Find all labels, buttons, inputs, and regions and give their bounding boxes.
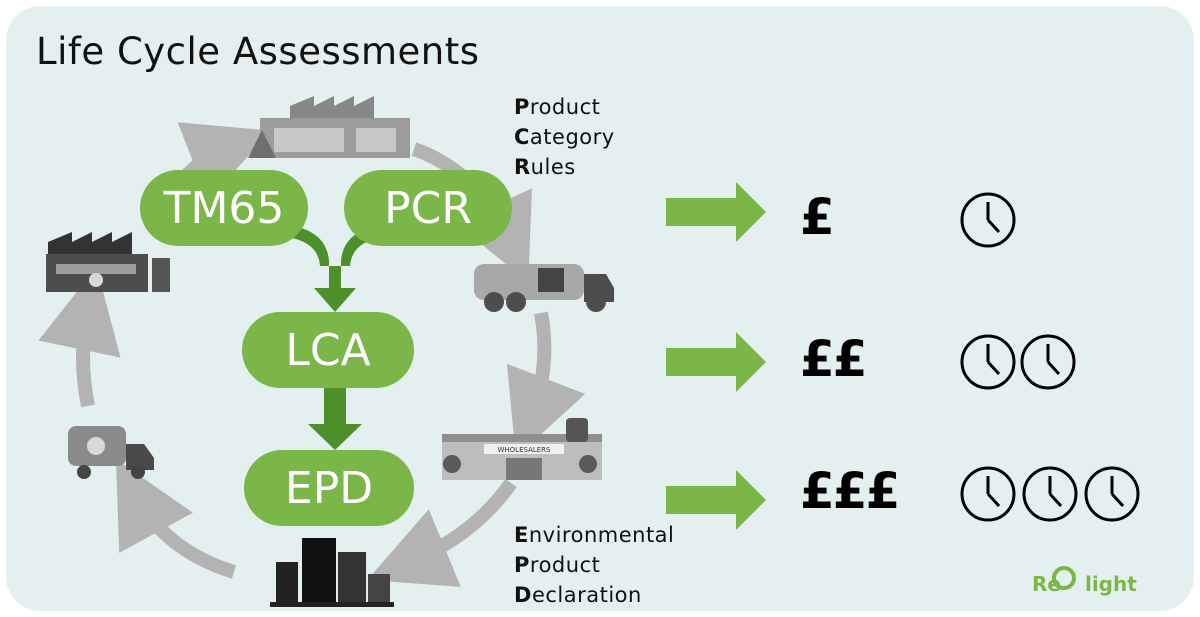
epd-line-2: Product [514,553,601,577]
clock-icon [960,334,1016,390]
diagram-card: Life Cycle Assessments [6,6,1194,611]
pcr-acronym: Product Category Rules [514,92,615,182]
clock-row-2 [960,334,1076,390]
truck-right-icon [474,264,614,312]
clock-icon [1084,466,1140,522]
clock-icon [1020,334,1076,390]
flow-arrows [276,224,394,450]
epd-line-1: Environmental [514,523,675,547]
clock-row-3 [960,466,1140,522]
lca-pill: LCA [242,312,414,388]
wholesalers-icon: WHOLESALERS [442,418,602,480]
lifecycle-graphic: WHOLESALERS [38,96,1140,607]
epd-pill: EPD [244,450,414,526]
cycle-arrow-5 [115,459,237,579]
cost-label-1: £ [800,188,835,246]
cost-arrow-1 [666,182,766,242]
cycle-arrow-4 [367,478,517,587]
tm65-pill: TM65 [140,170,308,246]
clock-icon [960,466,1016,522]
page-title: Life Cycle Assessments [36,30,480,73]
pcr-pill: PCR [344,170,512,246]
pcr-line-2: Category [514,125,615,149]
cost-arrow-3 [666,470,766,530]
factory-top-icon [248,96,410,158]
cost-arrows [666,182,766,530]
cost-arrow-2 [666,332,766,392]
epd-acronym: Environmental Product Declaration [514,520,674,610]
cycle-arrow-6 [38,266,121,408]
cycle-arrow-3 [506,311,586,458]
pcr-line-1: Product [514,95,601,119]
clock-icon [1022,466,1078,522]
factory-left-icon [46,232,170,292]
lca-to-epd-arrow [308,388,362,450]
clock-row-1 [960,192,1016,248]
logo-text-post: light [1084,572,1137,596]
cost-label-2: ££ [800,330,868,388]
cost-label-3: £££ [800,462,900,520]
epd-line-3: Declaration [514,583,642,607]
logo-text-pre: Re [1032,572,1061,596]
store-sign-text: WHOLESALERS [497,446,551,454]
logo-ring-icon [1052,566,1076,590]
city-icon [270,538,394,607]
clock-icon [960,192,1016,248]
pcr-line-3: Rules [514,155,576,179]
truck-left-icon [68,426,154,479]
merge-arrow [276,224,394,312]
